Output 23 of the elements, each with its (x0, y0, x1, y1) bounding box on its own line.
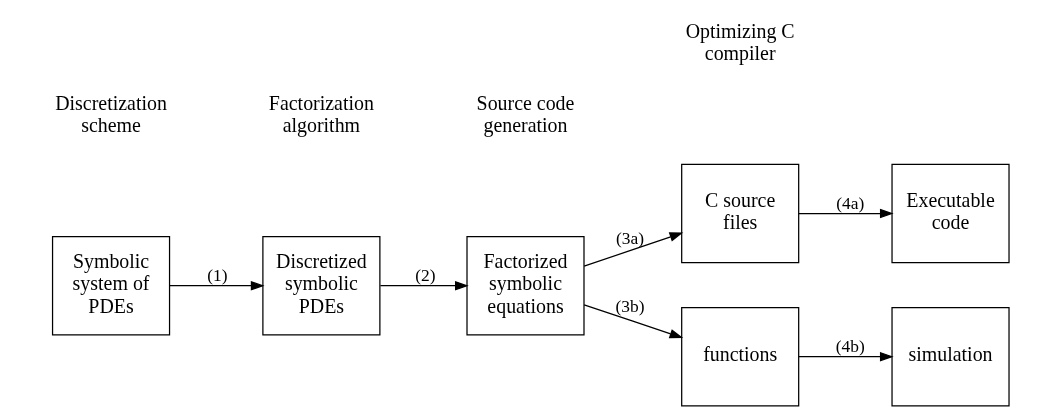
node-box: Discretized symbolic PDEs (262, 235, 381, 336)
node-box: simulation (891, 306, 1010, 407)
edge-label: (3b) (615, 296, 645, 317)
edge-label: (2) (415, 265, 436, 285)
node-box: Symbolic system of PDEs (51, 235, 171, 336)
edge-label: (3a) (616, 227, 645, 248)
edge-label: (4b) (835, 335, 865, 356)
arrow (798, 208, 894, 219)
node-box: C source files (681, 163, 800, 264)
label: Factorization algorithm (268, 92, 374, 137)
arrow (169, 280, 265, 291)
edge-label: (4a) (836, 192, 865, 213)
edge-label: (1) (207, 265, 228, 285)
label: Discretization scheme (55, 92, 167, 137)
arrow (583, 232, 684, 267)
label: Optimizing C compiler (685, 19, 795, 65)
arrow (583, 304, 684, 339)
label: Source code generation (476, 92, 575, 137)
node-box: Executable code (891, 163, 1010, 264)
arrow (798, 351, 894, 362)
arrow (379, 280, 469, 291)
node-box: Factorized symbolic equations (466, 235, 585, 336)
node-box: functions (681, 306, 800, 407)
